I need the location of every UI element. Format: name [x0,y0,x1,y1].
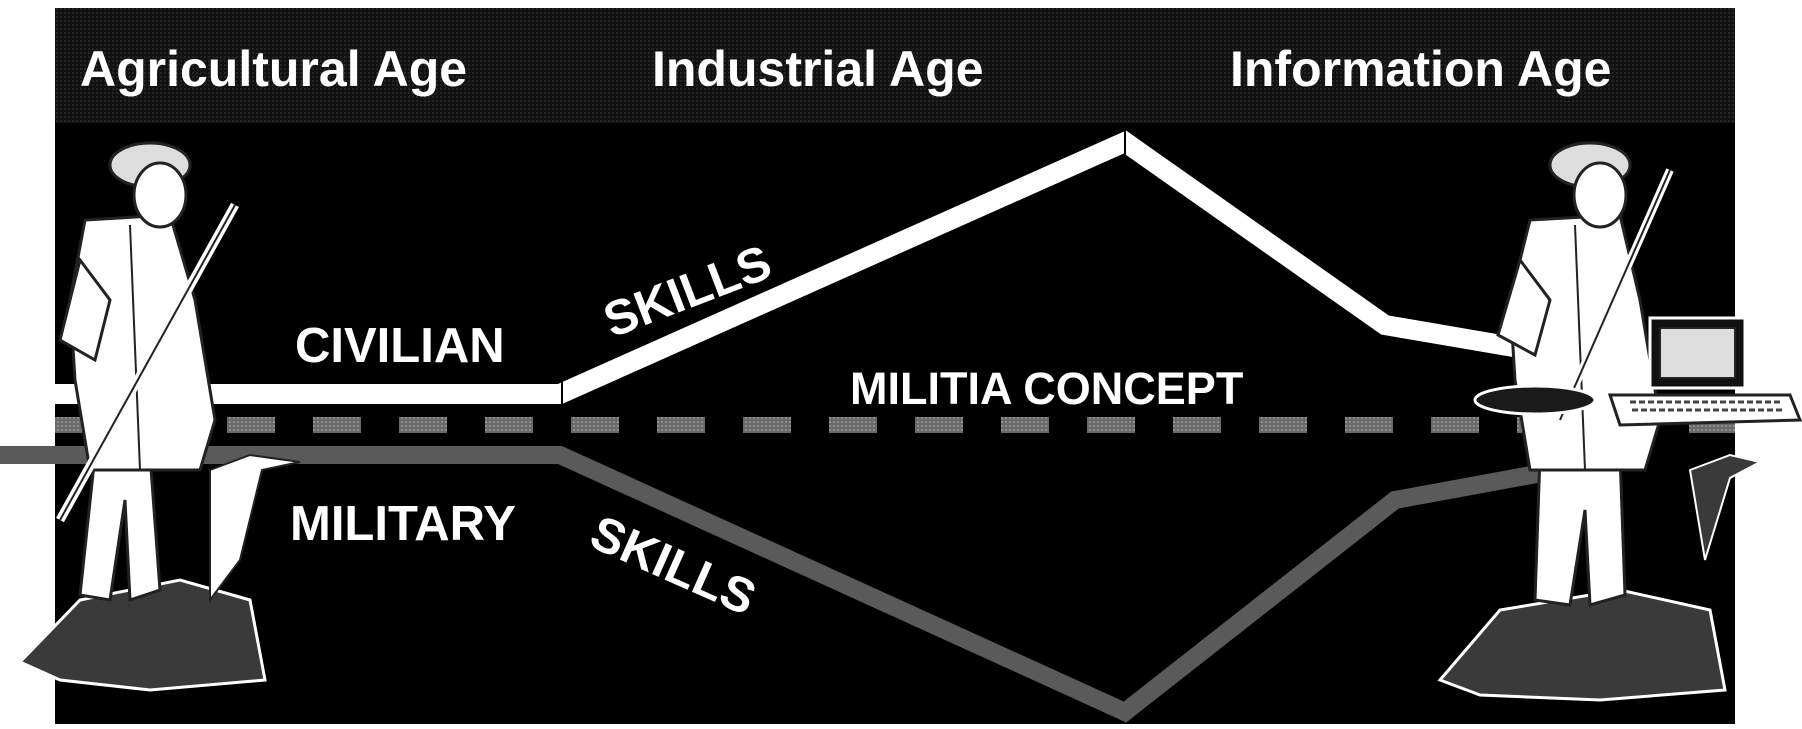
military-label: MILITARY [290,497,516,551]
militia-concept-label: MILITIA CONCEPT [850,363,1243,414]
age-title-agricultural: Agricultural Age [80,41,467,97]
age-title-industrial: Industrial Age [652,41,984,97]
military-skills-line [0,446,1642,723]
minuteman-laptop-icon [1437,141,1802,702]
header-band [55,8,1735,123]
age-title-information: Information Age [1230,41,1611,97]
civilian-label: CIVILIAN [295,319,505,373]
minuteman-statue-icon [17,141,301,692]
